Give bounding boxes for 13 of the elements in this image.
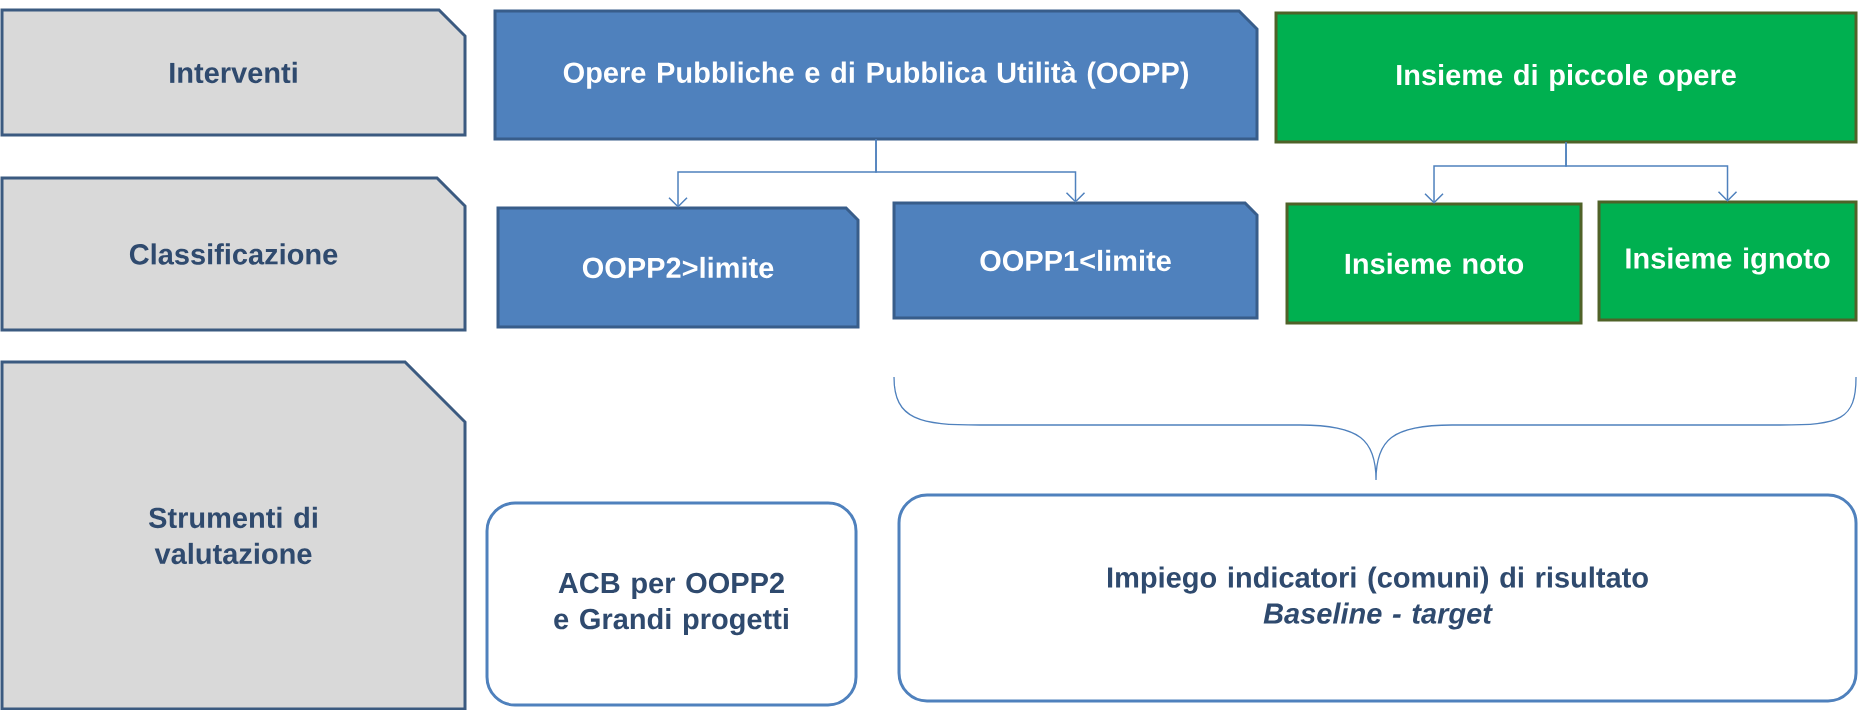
process-box: Insieme di piccole opere	[1274, 11, 1858, 144]
row-header: Strumenti di valutazione	[0, 360, 467, 710]
row-header: Classificazione	[0, 176, 467, 332]
tool-box: Impiego indicatori (comuni) di risultato Baseline - target	[897, 493, 1858, 703]
row-header: Interventi	[0, 8, 467, 137]
process-box: Insieme noto	[1285, 202, 1583, 325]
arrow	[1565, 141, 1738, 202]
process-box: Insieme ignoto	[1597, 200, 1858, 322]
process-box: Opere Pubbliche e di Pubblica Utilità (OOPP)	[493, 9, 1259, 141]
process-box: OOPP2>limite	[496, 206, 860, 329]
process-box: OOPP1<limite	[892, 201, 1259, 320]
arrow	[875, 138, 1086, 203]
tool-box: ACB per OOPP2 e Grandi progetti	[485, 501, 858, 707]
